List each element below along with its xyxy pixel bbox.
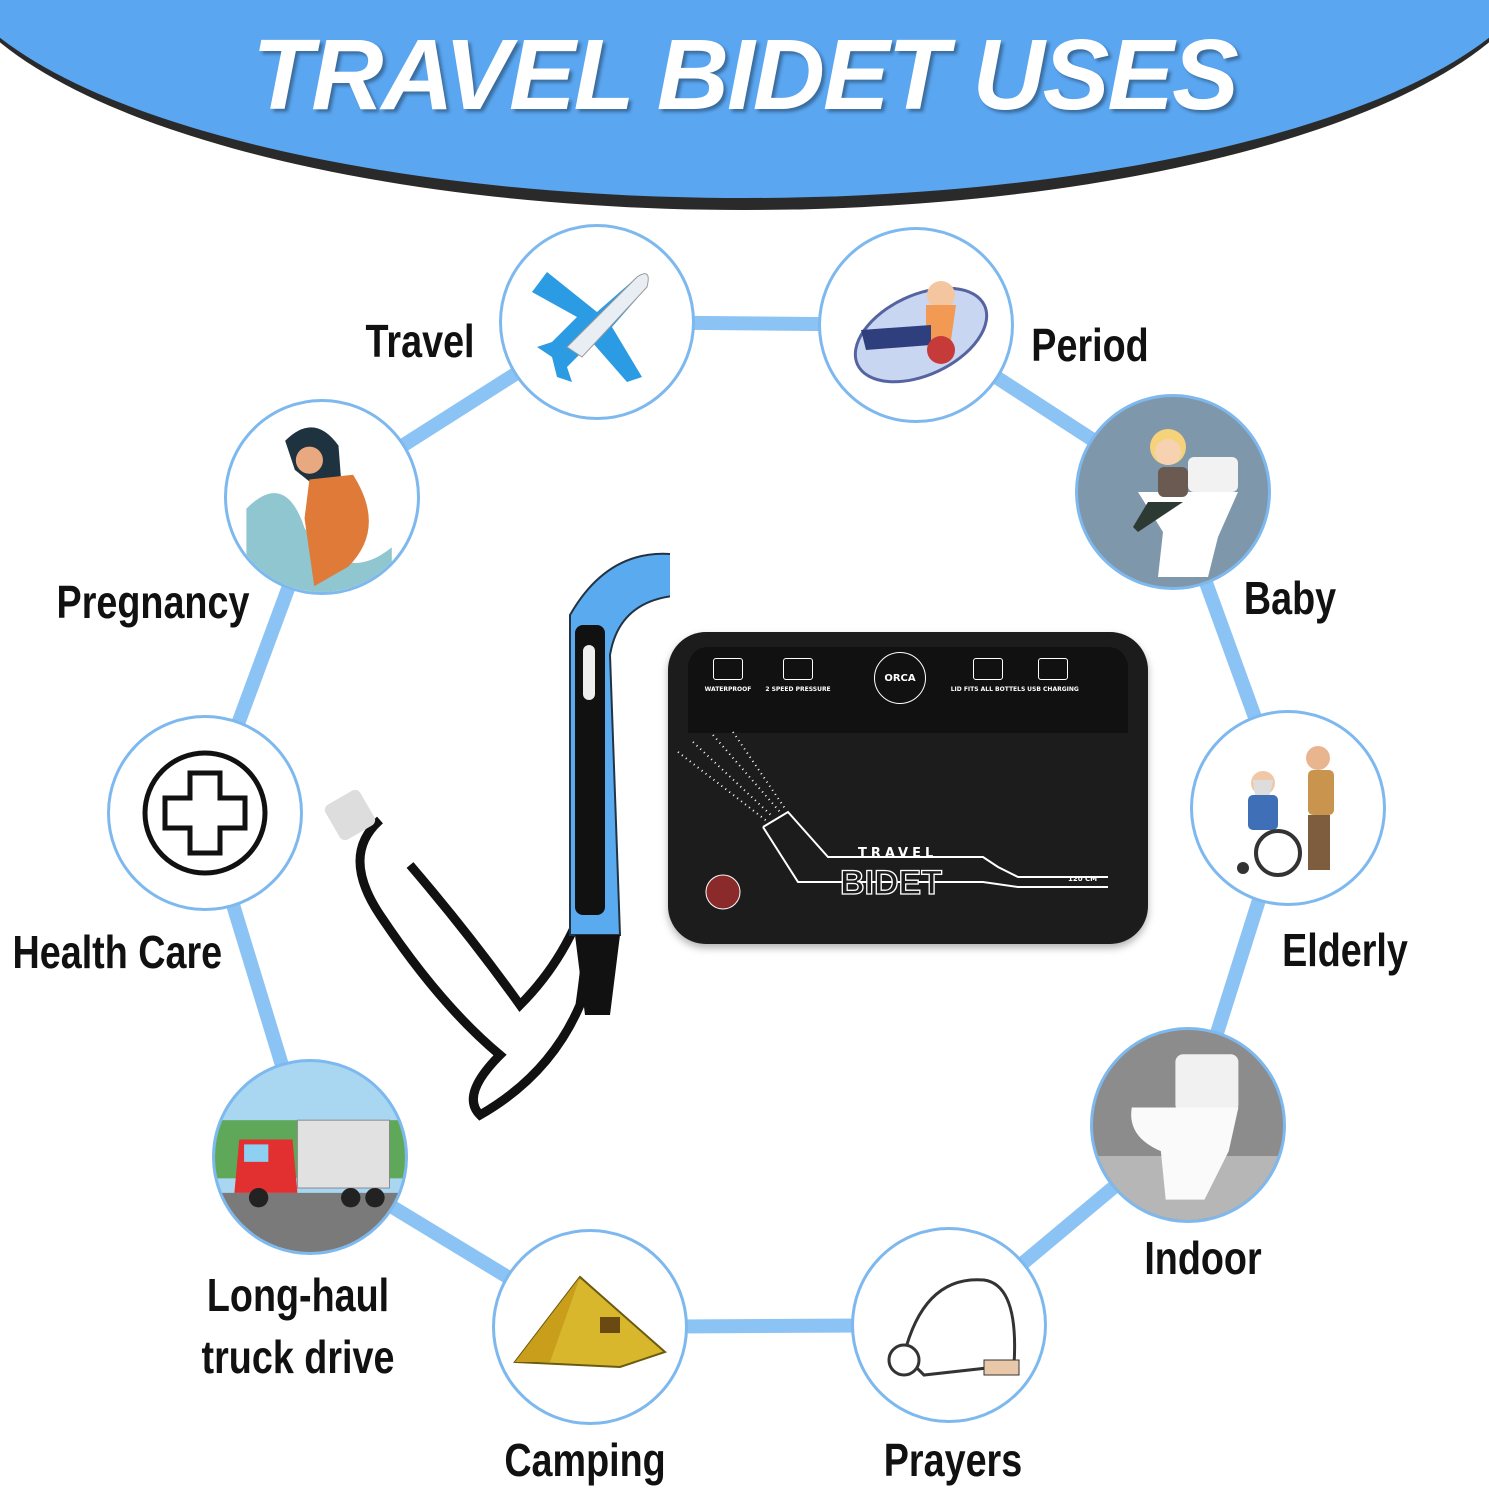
label-baby: Baby [1243, 572, 1337, 624]
label-pregnancy: Pregnancy [56, 576, 250, 628]
baby-circle [1075, 394, 1271, 590]
feature-pressure: 2 SPEED PRESSURE [758, 658, 838, 693]
bag-bidet-text: BIDET [839, 863, 942, 902]
indoor-circle [1090, 1027, 1286, 1223]
wheelchair-icon [1237, 746, 1334, 877]
bidet-sprayer-image [324, 552, 670, 1121]
label-period: Period [1031, 319, 1149, 371]
elderly-circle [1190, 710, 1386, 906]
label-camping: Camping [504, 1434, 666, 1486]
label-travel: Travel [365, 315, 475, 367]
label-indoor: Indoor [1144, 1232, 1262, 1284]
label-long-haul: Long-haul [206, 1269, 390, 1321]
praying-person-icon [887, 1278, 1020, 1377]
feature-usb: USB CHARGING [1013, 658, 1093, 693]
health-care-circle [107, 715, 303, 911]
medical-cross-icon [142, 750, 268, 876]
period-pad-icon [853, 281, 989, 384]
camping-circle [492, 1229, 688, 1425]
toilet-icon [1093, 1054, 1283, 1220]
brand-logo: ORCA [874, 652, 926, 704]
pregnancy-circle [224, 399, 420, 595]
feature-lid: LID FITS ALL BOTTELS [948, 658, 1028, 693]
label-truck-drive: truck drive [201, 1331, 395, 1383]
page-title: TRAVEL BIDET USES [252, 19, 1239, 131]
airplane-icon [532, 272, 649, 382]
prayers-circle [851, 1227, 1047, 1423]
label-health-care: Health Care [12, 926, 223, 978]
period-circle [818, 227, 1014, 423]
travel-bag-image: WATERPROOF 2 SPEED PRESSURE ORCA LID FIT… [668, 632, 1148, 944]
hose-length-text: 120 CM [1068, 875, 1098, 883]
travel-circle [499, 224, 695, 420]
label-elderly: Elderly [1282, 924, 1408, 976]
bag-travel-text: TRAVEL [858, 846, 938, 861]
tent-icon [513, 1275, 667, 1369]
baby-toilet-icon [1133, 429, 1238, 577]
bag-graphic [677, 731, 1108, 910]
pregnant-woman-icon [246, 427, 392, 592]
feature-waterproof: WATERPROOF [688, 658, 768, 693]
label-prayers: Prayers [883, 1434, 1023, 1486]
